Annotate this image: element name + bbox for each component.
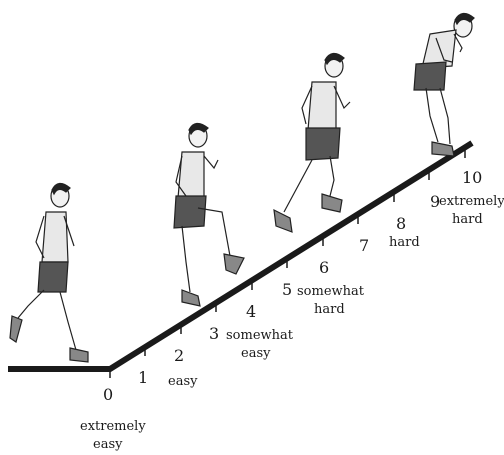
scale-numbers: 0 1 2 3 4 5 6 7 8 9 10 (103, 168, 482, 404)
scale-number-6: 6 (319, 258, 329, 277)
label-10-line1: extremely (439, 194, 504, 209)
scale-number-3: 3 (209, 324, 219, 343)
scale-number-4: 4 (246, 302, 256, 321)
scale-number-1: 1 (138, 368, 148, 387)
label-4-line2: easy (241, 346, 271, 361)
runner-low-slope-figure (174, 123, 244, 306)
label-0-line1: extremely (80, 419, 146, 434)
label-0-line2: easy (93, 437, 123, 452)
scale-number-7: 7 (359, 236, 369, 255)
label-4-line1: somewhat (226, 328, 294, 343)
scale-number-0: 0 (103, 385, 113, 404)
scale-number-5: 5 (282, 280, 292, 299)
label-2-line1: easy (168, 374, 198, 389)
scale-number-8: 8 (396, 214, 406, 233)
runner-mid-slope-figure (274, 53, 350, 232)
label-8-line1: hard (389, 235, 420, 250)
label-6-line1: somewhat (297, 284, 365, 299)
scale-number-10: 10 (462, 168, 482, 187)
runner-flat-figure (10, 183, 88, 362)
runner-top-bent-figure (414, 13, 474, 156)
scale-number-2: 2 (174, 346, 184, 365)
scale-descriptions: extremely easy easy somewhat easy somewh… (80, 194, 504, 452)
label-6-line2: hard (314, 302, 345, 317)
label-10-line2: hard (452, 212, 483, 227)
